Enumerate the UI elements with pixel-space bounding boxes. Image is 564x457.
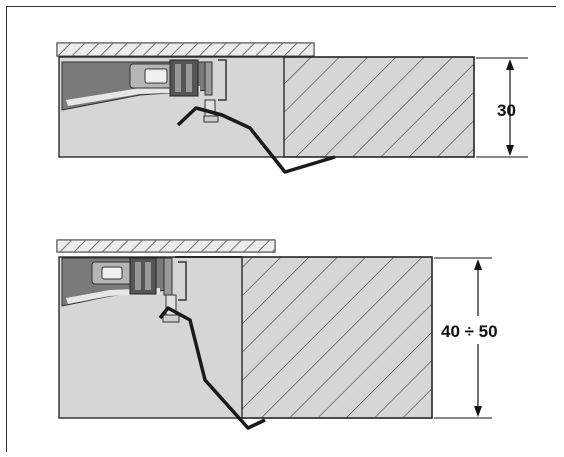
hinge-mechanism-30	[61, 59, 227, 123]
diagram-frame	[6, 6, 556, 452]
clip-wire-40-50	[158, 306, 266, 430]
hinge-mechanism-40-50	[61, 256, 242, 323]
top-strip-30	[56, 42, 315, 57]
worktop-section-40-50	[241, 256, 433, 419]
clip-wire-30	[176, 106, 336, 174]
top-strip-40-50	[56, 239, 276, 253]
worktop-section-30	[283, 56, 475, 158]
dimension-label-40-50: 40 ÷ 50	[441, 322, 498, 341]
dimension-40-50: 40 ÷ 50	[434, 257, 498, 419]
dimension-label-30: 30	[497, 101, 516, 120]
diagram-40-50mm: 40 ÷ 50	[56, 239, 498, 430]
dimension-30: 30	[476, 57, 528, 158]
diagram-30mm: 30	[56, 42, 528, 174]
